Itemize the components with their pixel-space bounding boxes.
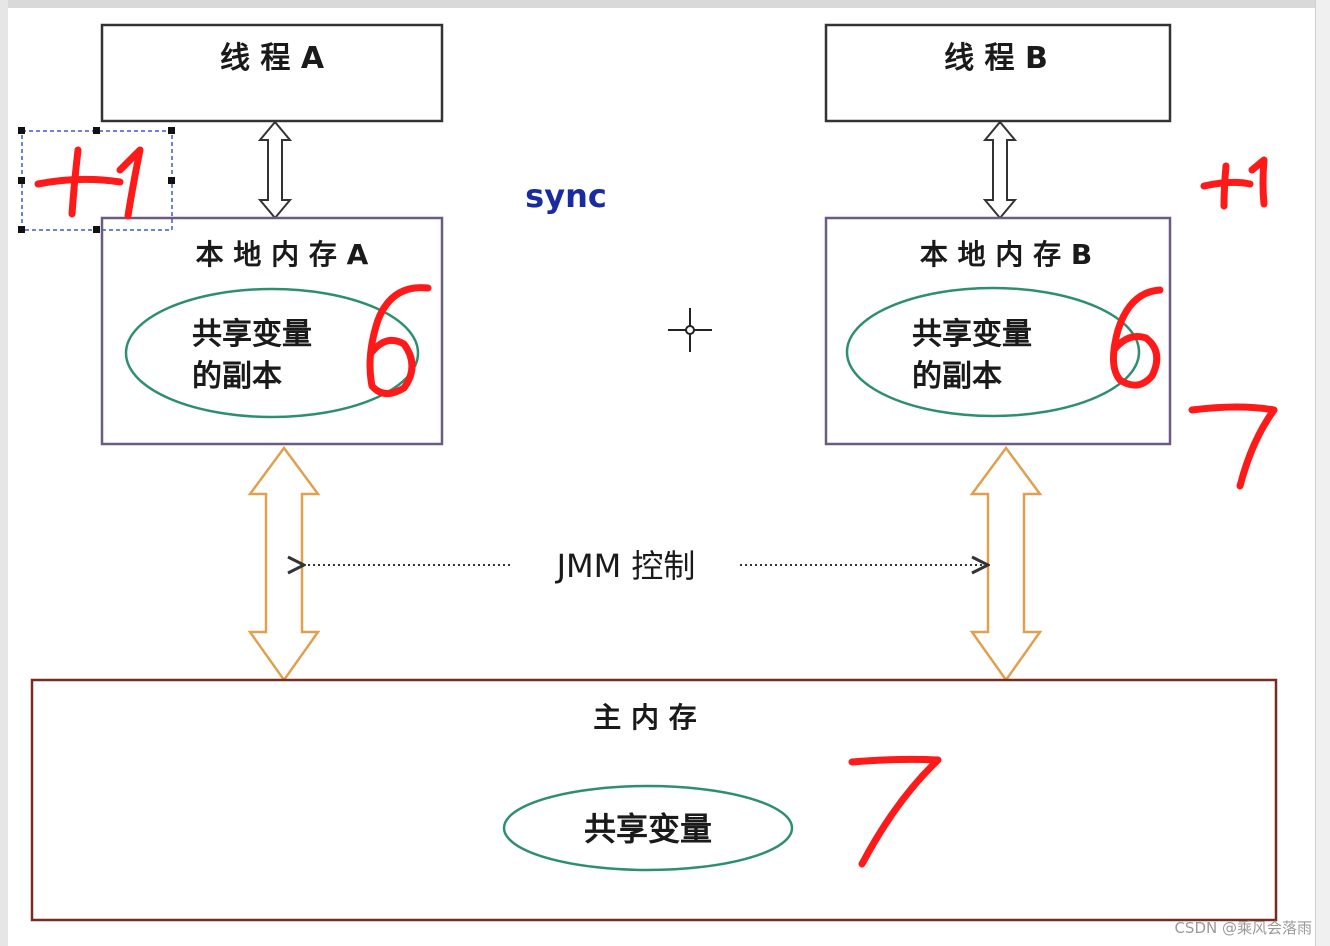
selection-handle[interactable] xyxy=(18,226,25,233)
crosshair-cursor-icon xyxy=(668,308,712,352)
sync-label: sync xyxy=(525,177,607,215)
selection-handle[interactable] xyxy=(168,127,175,134)
main-shared-var-label: 共享变量 xyxy=(584,810,712,848)
local-a-copy-line2: 的副本 xyxy=(192,359,282,394)
handwritten-seven-right xyxy=(1188,403,1278,490)
local-memory-a-box: 本 地 内 存 A 共享变量 的副本 xyxy=(100,216,444,446)
selection-box[interactable] xyxy=(18,127,175,233)
selection-handle[interactable] xyxy=(18,127,25,134)
selection-handle[interactable] xyxy=(93,127,100,134)
window-left-edge xyxy=(0,0,8,946)
local-a-copy-ellipse xyxy=(124,287,420,419)
local-memory-b-title: 本 地 内 存 B xyxy=(920,238,1092,271)
csdn-watermark: CSDN @乘风会落雨 xyxy=(1174,919,1312,937)
local-a-copy-line1: 共享变量 xyxy=(192,317,312,352)
thread-b-local-arrow xyxy=(982,120,1018,220)
thread-a-local-arrow xyxy=(257,120,293,220)
thread-b-label: 线 程 B xyxy=(944,41,1048,76)
local-b-main-arrow xyxy=(969,445,1043,683)
selection-handle[interactable] xyxy=(168,177,175,184)
window-top-edge xyxy=(0,0,1330,8)
selection-handle[interactable] xyxy=(18,177,25,184)
handwritten-plus-one-left xyxy=(34,146,144,220)
thread-a-box: 线 程 A xyxy=(100,23,444,123)
window-right-scrollbar[interactable] xyxy=(1315,0,1330,946)
thread-a-label: 线 程 A xyxy=(220,41,325,76)
local-a-main-arrow xyxy=(247,445,321,683)
selection-handle[interactable] xyxy=(93,226,100,233)
thread-b-box: 线 程 B xyxy=(824,23,1172,123)
main-shared-var-ellipse xyxy=(502,784,794,872)
main-memory-box: 主 内 存 共享变量 xyxy=(30,678,1278,922)
handwritten-plus-one-right xyxy=(1200,156,1268,210)
local-b-copy-line1: 共享变量 xyxy=(912,317,1032,352)
local-memory-b-box: 本 地 内 存 B 共享变量 的副本 xyxy=(824,216,1172,446)
local-memory-a-title: 本 地 内 存 A xyxy=(196,238,369,271)
jmm-control-label: JMM 控制 xyxy=(555,547,696,585)
main-memory-title: 主 内 存 xyxy=(593,701,697,734)
handwritten-six-local-a xyxy=(366,284,432,397)
handwritten-six-local-b xyxy=(1110,286,1164,389)
local-b-copy-ellipse xyxy=(845,286,1141,418)
handwritten-seven-main xyxy=(848,755,942,868)
local-b-copy-line2: 的副本 xyxy=(912,359,1002,394)
